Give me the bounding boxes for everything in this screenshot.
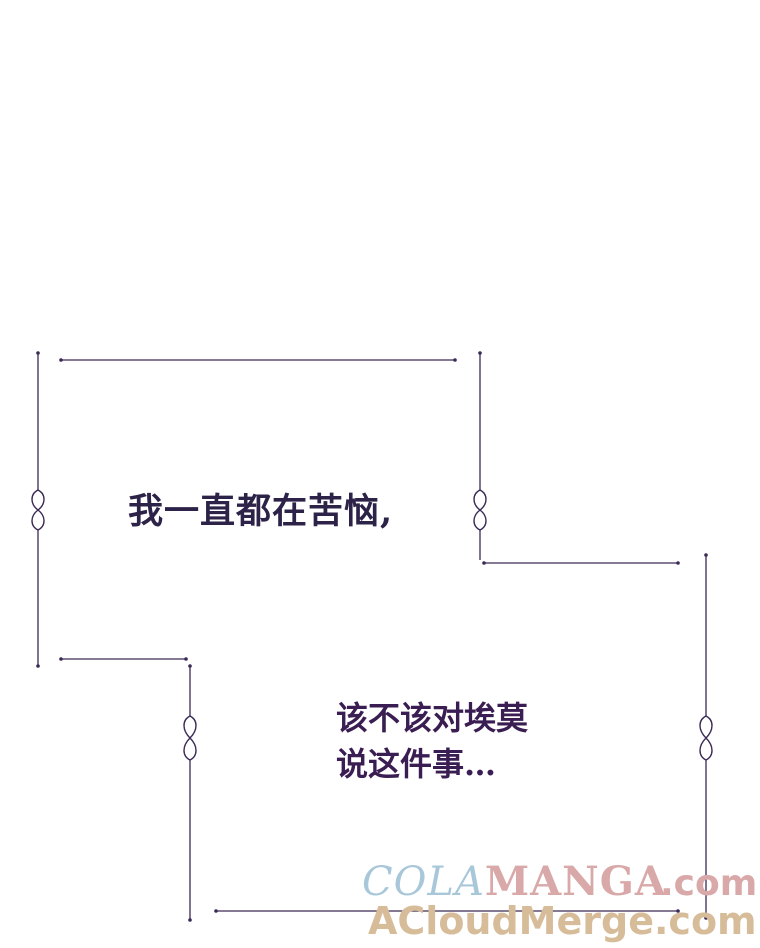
- watermark-manga: MANGA: [484, 858, 667, 905]
- knot-ornaments: [31, 489, 713, 761]
- watermark-brand: COLAMANGA: [362, 858, 667, 906]
- watermark-cola: COLA: [362, 859, 485, 905]
- watermark-site: ACloudMerge.com: [368, 899, 757, 943]
- frame-2: [189, 555, 707, 920]
- watermark-domain: .com: [660, 863, 758, 904]
- frame-1: [37, 353, 481, 666]
- caption-text-1: 我一直都在苦恼,: [128, 491, 394, 532]
- caption-text-2: 该不该对埃莫 说这件事…: [336, 695, 528, 787]
- caption-2-line-1: 该不该对埃莫: [336, 699, 529, 737]
- caption-2-line-2: 说这件事…: [336, 745, 497, 783]
